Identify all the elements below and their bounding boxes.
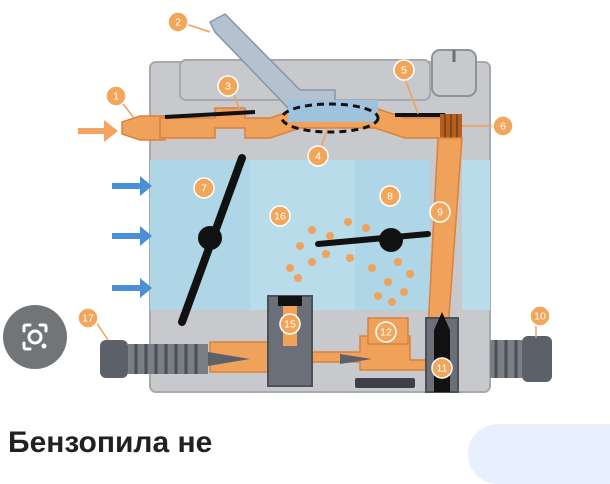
label-text-1: 1 [113, 91, 119, 103]
bottom-needle [340, 354, 372, 364]
label-text-7: 7 [201, 183, 207, 195]
label-circle-6 [492, 115, 514, 137]
label-text-11: 11 [437, 363, 448, 375]
label-circle-9 [429, 201, 451, 223]
label-circle-11 [431, 357, 453, 379]
airflow-arrow-1 [112, 176, 152, 196]
airflow-arrow-2 [112, 226, 152, 246]
label-17: 17 [77, 307, 99, 329]
label-text-16: 16 [274, 211, 286, 223]
airflow-arrow-3 [112, 278, 152, 298]
camera-search-icon [22, 323, 48, 351]
label-circle-12 [375, 321, 397, 343]
label-circle-4 [307, 145, 329, 167]
label-10: 10 [529, 305, 551, 327]
label-text-5: 5 [401, 65, 407, 77]
label-text-12: 12 [380, 327, 392, 339]
label-16: 16 [269, 205, 291, 227]
label-circle-16 [269, 205, 291, 227]
label-text-2: 2 [175, 17, 181, 29]
label-circle-1 [105, 85, 127, 107]
choke-shaft [198, 226, 222, 250]
label-circle-5 [393, 59, 415, 81]
label-text-10: 10 [534, 311, 546, 323]
label-11: 11 [431, 357, 453, 379]
label-6: 6 [492, 115, 514, 137]
label-text-4: 4 [315, 151, 321, 163]
label-circle-15 [279, 313, 301, 335]
label-text-17: 17 [82, 313, 94, 325]
label-circle-2 [167, 11, 189, 33]
label-circle-7 [193, 177, 215, 199]
fuel-droplets [286, 218, 414, 306]
mixture-screw-right [490, 336, 552, 382]
label-text-6: 6 [500, 121, 506, 133]
label-12: 12 [375, 321, 397, 343]
label-text-3: 3 [225, 81, 231, 93]
pump-diaphragm [280, 102, 380, 134]
label-9: 9 [429, 201, 451, 223]
visual-search-button[interactable] [3, 305, 67, 369]
label-text-15: 15 [284, 319, 296, 331]
label-text-9: 9 [437, 207, 443, 219]
result-title[interactable]: Бензопила не [8, 426, 213, 459]
label-7: 7 [193, 177, 215, 199]
mixture-screw-left [100, 340, 250, 378]
label-circle-17 [77, 307, 99, 329]
label-5: 5 [393, 59, 415, 81]
fuel-inflow-arrow [78, 120, 118, 142]
fuel-inlet-nipple [121, 115, 166, 141]
related-search-chip[interactable] [468, 424, 610, 484]
inlet-valve-line [164, 110, 256, 119]
label-circle-8 [379, 185, 401, 207]
label-2: 2 [167, 11, 189, 33]
label-15: 15 [279, 313, 301, 335]
label-circle-10 [529, 305, 551, 327]
label-1: 1 [105, 85, 127, 107]
label-text-8: 8 [387, 191, 393, 203]
label-8: 8 [379, 185, 401, 207]
label-4: 4 [307, 145, 329, 167]
throttle-plate [315, 231, 431, 247]
label-3: 3 [217, 75, 239, 97]
throttle-shaft [379, 228, 403, 252]
label-circle-3 [217, 75, 239, 97]
bottom-rail [355, 378, 415, 388]
air-chamber-right [462, 160, 490, 310]
